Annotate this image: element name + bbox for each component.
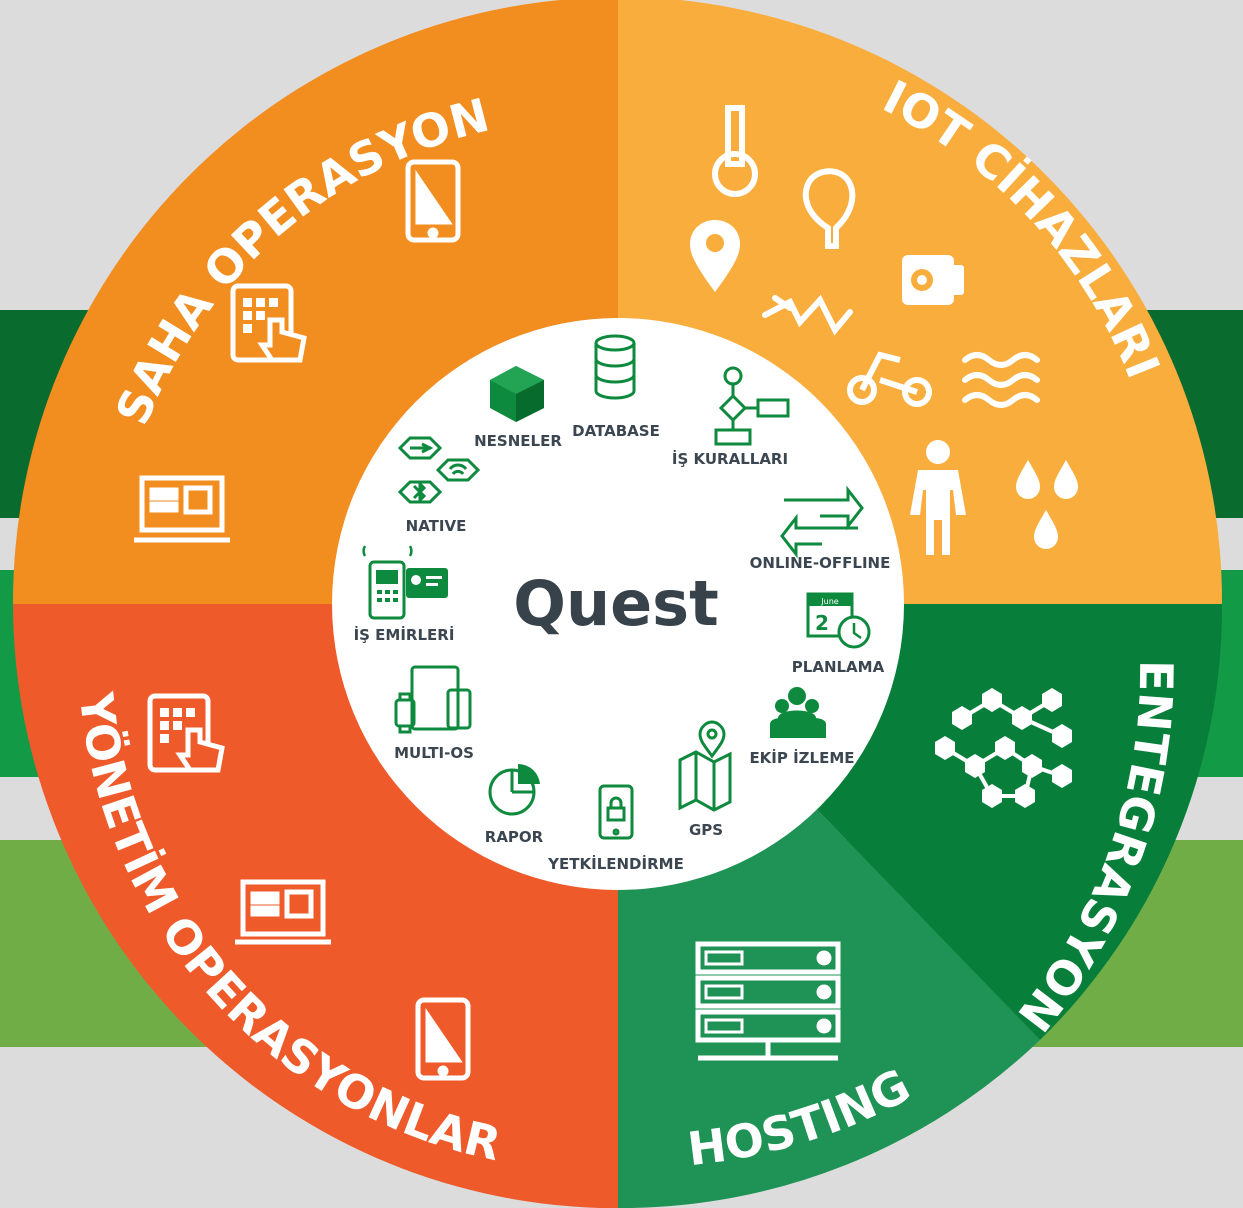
module-nesneler-label: NESNELER: [474, 432, 562, 450]
multi-device-icon: [394, 665, 472, 734]
module-gps-label: GPS: [689, 821, 723, 839]
module-multi-os-label: MULTI-OS: [394, 744, 474, 762]
laptop-icon-2: [235, 879, 331, 945]
phone-icon: [405, 159, 461, 243]
module-ekip-izleme-label: EKİP İZLEME: [749, 748, 854, 767]
center-circle: [332, 318, 904, 890]
thermometer-icon: [712, 105, 758, 197]
calendar-clock-icon: June 2: [806, 592, 871, 649]
laptop-icon: [134, 475, 230, 543]
wave-icon: [962, 352, 1040, 408]
hexagon-network-icon: [935, 688, 1072, 808]
camera-icon: [902, 255, 964, 305]
phone-lock-icon: [598, 784, 634, 840]
lightbulb-icon: [802, 168, 856, 249]
pie-chart-icon: [488, 763, 540, 816]
center-title: Quest: [513, 567, 718, 640]
module-is-emirleri-label: İŞ EMİRLERİ: [354, 625, 455, 644]
calendar-day: 2: [815, 611, 829, 635]
native-hex-icon: [397, 436, 481, 504]
module-database-label: DATABASE: [572, 422, 660, 440]
person-icon: [910, 440, 966, 555]
module-is-kurallari-label: İŞ KURALLARI: [672, 449, 788, 468]
card-reader-icon: [362, 545, 448, 620]
team-icon: [770, 687, 826, 738]
sync-arrows-icon: [780, 485, 864, 559]
water-drops-icon: [1016, 460, 1078, 549]
database-icon: [594, 334, 636, 400]
module-rapor-label: RAPOR: [485, 828, 544, 846]
flowchart-icon: [714, 366, 790, 446]
server-rack-icon: [695, 941, 841, 1061]
scooter-icon: [847, 351, 932, 407]
module-online-offline-label: ONLINE-OFFLINE: [750, 554, 891, 572]
module-planlama-label: PLANLAMA: [792, 658, 885, 676]
location-pin-icon: [690, 220, 740, 292]
calendar-month: June: [820, 597, 839, 606]
module-native-label: NATIVE: [406, 517, 467, 535]
module-yetkilendirme-label: YETKİLENDİRME: [547, 854, 684, 873]
tablet-touch-icon-2: [147, 693, 225, 773]
cube-icon: [490, 366, 544, 422]
phone-icon-2: [415, 997, 471, 1081]
map-pin-icon: [678, 720, 732, 812]
tablet-touch-icon: [230, 283, 307, 363]
motion-sensor-icon: [762, 294, 853, 336]
